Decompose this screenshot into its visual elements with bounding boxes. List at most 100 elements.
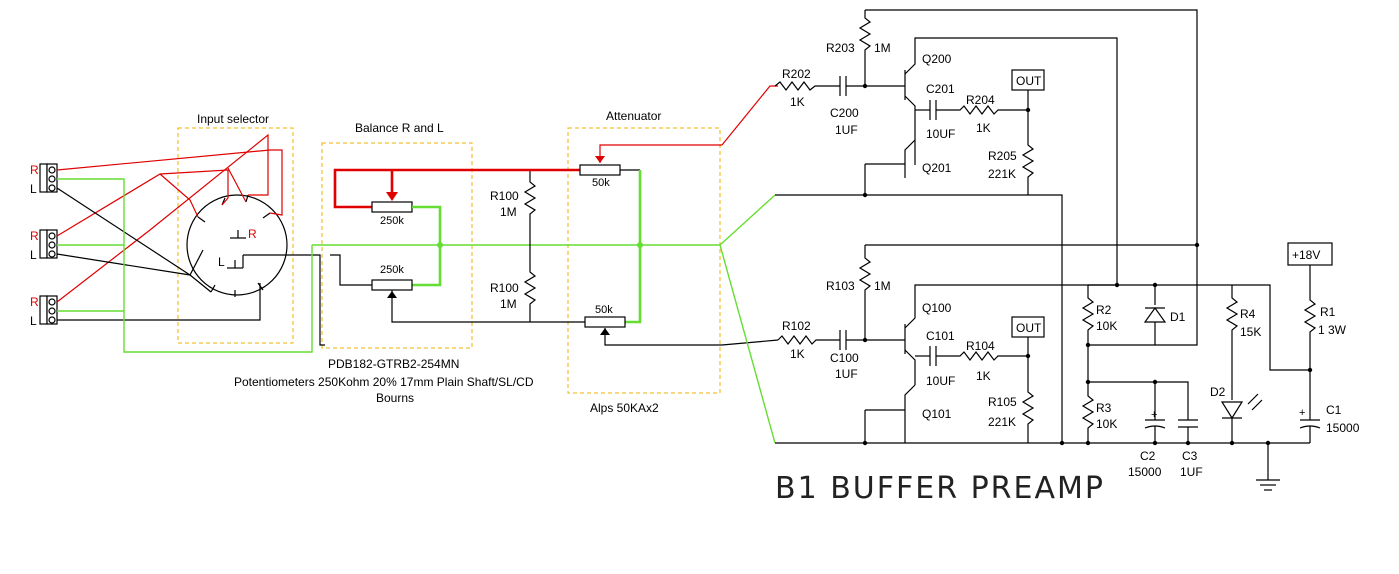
input-jack-2 [39,229,58,259]
input-jack-1 [39,163,58,193]
green-to-bottom-gnd [719,244,776,444]
jack1-r-label: R [30,163,39,177]
r100-top-value: 1M [500,205,517,219]
c200-value: 1UF [835,123,858,137]
r3-value: 10K [1096,417,1117,431]
r2 [1081,285,1095,382]
r204 [936,105,1028,115]
jack3-r-label: R [30,295,39,309]
selector-r-label: R [248,227,257,241]
q101 [864,384,916,443]
balance-green-link [412,205,442,287]
r205-label: R205 [988,149,1017,163]
d2-led [1220,393,1263,443]
c3 [1178,419,1198,443]
attenuator-label: Attenuator [606,109,661,123]
r104-value: 1K [976,369,991,383]
attenuator-pot-top-value: 50k [592,177,610,189]
r205-value: 221K [988,167,1016,181]
part-number: PDB182-GTRB2-254MN [328,357,459,371]
balance-pot-bottom-value: 250k [380,264,404,276]
input-selector-label: Input selector [197,112,269,126]
attenuator-pot-bottom [584,316,626,328]
q101-label: Q101 [922,407,952,421]
r204-label: R204 [966,93,995,107]
att-bottom-wiper [604,328,722,346]
r2-value: 10K [1096,319,1117,333]
r103-value: 1M [874,279,891,293]
brand: Bourns [376,391,414,405]
r4-value: 15K [1240,325,1261,339]
schematic-title: B1 BUFFER PREAMP [775,471,1105,506]
jack2-l-label: L [30,248,37,262]
attenuator-box [567,127,721,394]
c100-value: 1UF [835,367,858,381]
att-red-wiper [599,144,722,163]
svg-text:+: + [1151,409,1157,421]
q100-label: Q100 [922,301,952,315]
r103-label: R103 [826,279,855,293]
input-jack-3 [39,295,58,325]
r2-label: R2 [1096,303,1112,317]
r205 [1021,110,1035,195]
c201-value: 10UF [926,127,955,141]
r104 [936,351,1028,361]
balance-pot-top [371,201,413,213]
jack3-l-label: L [30,314,37,328]
alps-note: Alps 50KAx2 [590,401,659,415]
r105-label: R105 [988,395,1017,409]
green-to-top-gnd [719,194,776,246]
jack2-r-label: R [30,229,39,243]
r100-top-label: R100 [490,189,519,203]
r3 [1081,382,1095,443]
out-top-box [1011,69,1045,91]
q201 [864,139,916,195]
jack1-l-label: L [30,182,37,196]
r203-value: 1M [874,41,891,55]
c101-label: C101 [926,329,955,343]
out-top-label: OUT [1016,74,1042,88]
r202 [774,81,840,91]
q201-label: Q201 [922,161,952,175]
top-rail [865,9,1198,245]
r1-value: 1 3W [1318,323,1347,337]
c2: + [1144,382,1166,443]
wire-to-r102 [721,339,779,346]
c1-label: C1 [1326,403,1342,417]
top-ground-line [775,194,1063,443]
r105 [1021,356,1035,443]
r1-label: R1 [1320,305,1336,319]
supply-rail [1088,284,1310,371]
r102-label: R102 [782,319,811,333]
c3-label: C3 [1182,449,1198,463]
r103 [858,245,872,340]
c3-value: 1UF [1180,465,1203,479]
c101-value: 10UF [926,374,955,388]
r102 [777,335,840,345]
c200-label: C200 [830,106,859,120]
balance-pot-bottom [371,279,413,291]
r100-bottom-value: 1M [500,297,517,311]
balance-red-wire [333,168,470,209]
selector-l-label: L [218,255,225,269]
r1 [1303,265,1317,420]
balance-bottom-out [391,290,585,323]
selector-green-wires [57,178,313,353]
selector-switch [186,194,288,296]
r100-bottom [523,245,537,322]
q200-label: Q200 [922,52,952,66]
wire-to-r202 [721,85,778,146]
c100-label: C100 [830,351,859,365]
selector-red-wires [56,133,283,303]
c1: + [1299,407,1321,443]
d1-label: D1 [1170,310,1186,324]
balance-label: Balance R and L [355,121,444,135]
balance-bottom-wire [330,254,372,286]
r104-label: R104 [966,339,995,353]
c2-value: 15000 [1128,465,1162,479]
balance-pot-top-value: 250k [380,215,404,227]
input-selector-box [177,127,294,344]
r3-label: R3 [1096,401,1112,415]
r4 [1225,285,1239,400]
